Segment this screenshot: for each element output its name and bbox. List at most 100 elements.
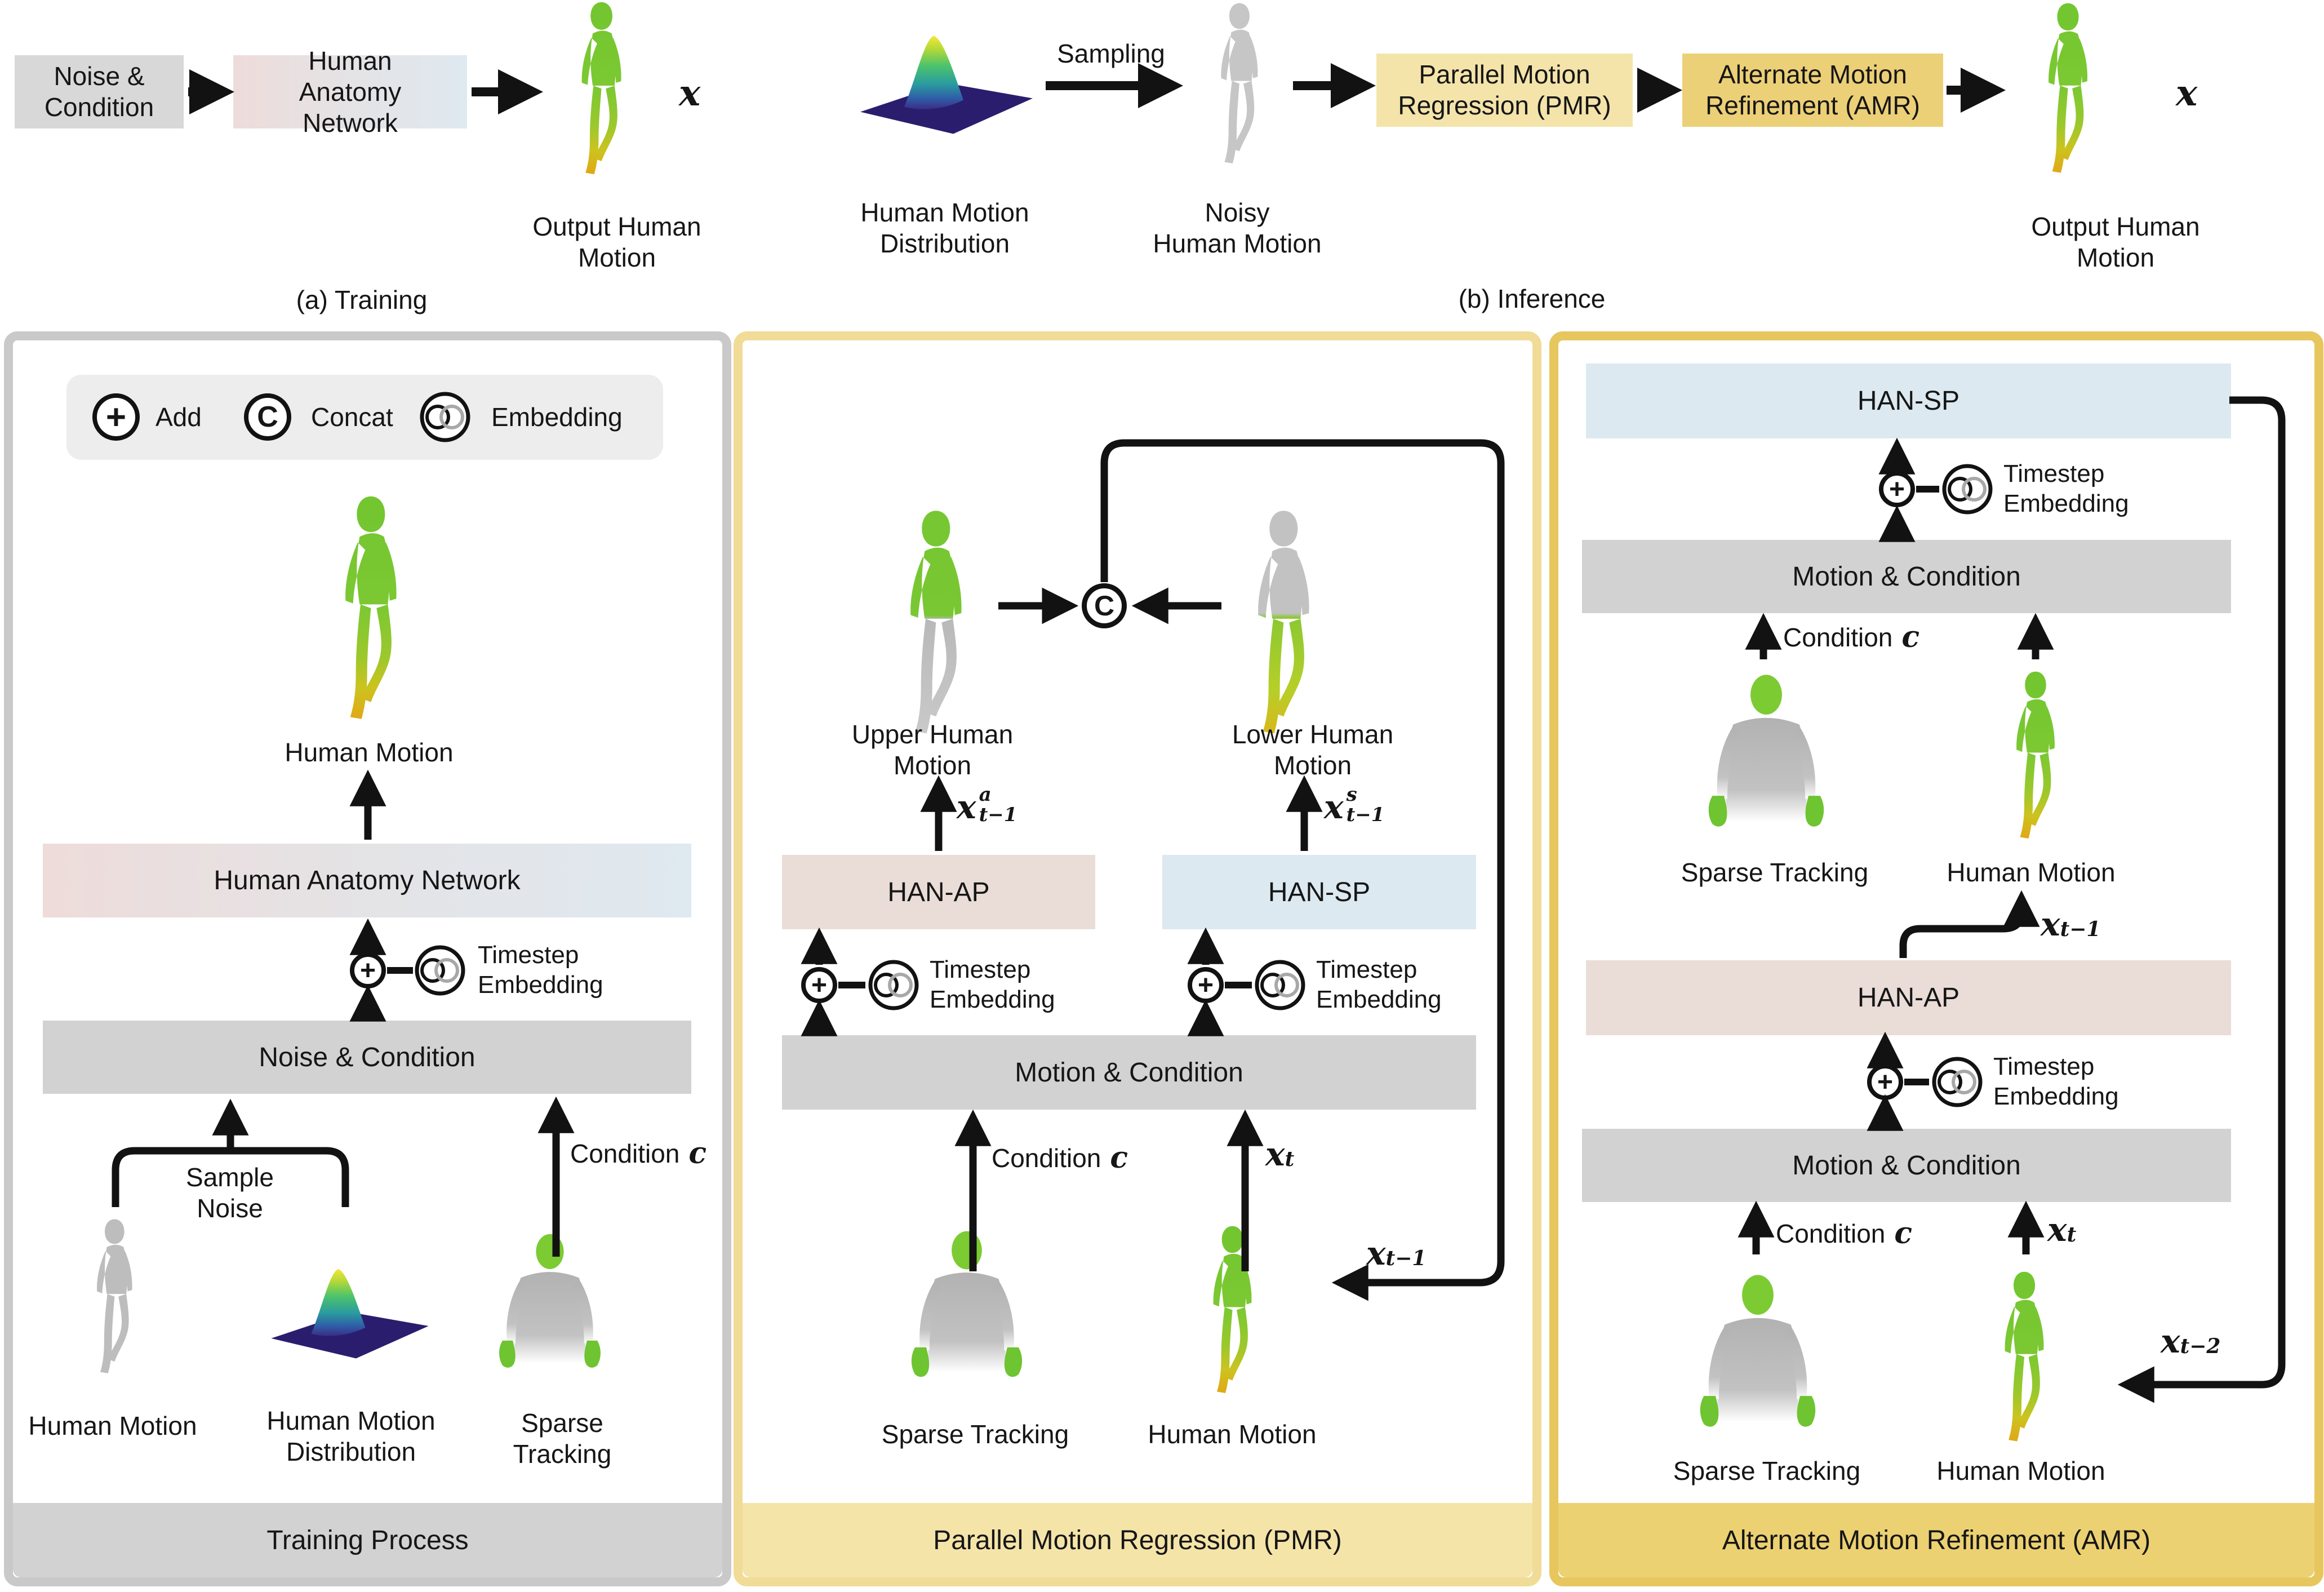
lower-line2: Motion [1273,751,1352,780]
motion-condition-bar-amr-top: Motion & Condition [1582,540,2231,613]
caption-training: (a) Training [296,285,428,314]
panel-amr-footer: Alternate Motion Refinement (AMR) [1558,1503,2314,1577]
han-sp-box-pmr-label: HAN-SP [1268,877,1371,907]
math-c-pmr: c [1110,1141,1128,1175]
human-anatomy-network-bar: Human Anatomy Network [43,844,691,917]
amr-human-motion-label-top: Human Motion [1947,858,2116,887]
han-ap-bar-amr: HAN-AP [1586,960,2231,1035]
add-icon: + [92,393,140,441]
math-xt-pmr-base: x [1265,1135,1285,1173]
timestep-embedding-label-training: Timestep Embedding [478,940,603,1000]
legend-add-label: Add [155,402,202,432]
output-a-line2: Motion [577,243,656,272]
amr-box-line1: Alternate Motion [1718,60,1907,89]
math-x-t-pmr: x t [1265,1135,1294,1173]
motion-condition-bar-pmr: Motion & Condition [782,1035,1476,1110]
add-node-pmr-right: + [1188,967,1224,1003]
timestep-pmr-right-line1: Timestep [1316,956,1417,983]
amr-sparse-label-bottom: Sparse Tracking [1673,1456,1861,1485]
math-xtm1-amr-sub: t−1 [2060,917,2101,941]
han-sp-bar-amr-label: HAN-SP [1857,386,1960,416]
embedding-icon-legend [418,390,472,444]
add-node-training-glyph: + [359,955,376,986]
sample-noise-label: Sample Noise [145,1162,314,1224]
timestep-amr-bottom-line1: Timestep [1993,1053,2095,1080]
condition-c-label-pmr: Condition c [992,1141,1128,1175]
amr-box-line2: Refinement (AMR) [1705,91,1920,120]
condition-c-label-amr-top: Condition c [1783,620,1919,654]
sparse-tracking-figure-pmr [911,1231,1023,1377]
add-node-amr-bottom: + [1867,1064,1903,1100]
human-anatomy-network-box-top: Human Anatomy Network [233,46,467,138]
concat-node-pmr-glyph: C [1094,590,1115,622]
math-xt-amr-sub: t [2067,1223,2077,1247]
add-node-amr-bottom-glyph: + [1877,1067,1894,1097]
timestep-training-line2: Embedding [478,971,603,999]
math-xtm2-amr-sub: t−2 [2180,1334,2221,1358]
timestep-pmr-left-line1: Timestep [930,956,1031,983]
human-anatomy-network-box-top-label: Human Anatomy Network [299,46,402,138]
add-icon-glyph: + [105,397,127,437]
timestep-amr-top-line2: Embedding [2003,490,2129,517]
output-human-figure-b [2049,3,2087,173]
output-a-line1: Output Human [532,212,701,241]
concat-icon: C [244,393,291,441]
sparse-tracking-figure-amr-bottom [1700,1275,1816,1427]
pmr-box-top: Parallel Motion Regression (PMR) [1376,54,1633,127]
condition-word-amr-top: Condition [1783,622,1893,652]
math-xs-base: x [1324,788,1344,826]
concat-node-pmr: C [1082,583,1127,628]
noise-condition-bar: Noise & Condition [43,1021,691,1094]
add-node-training: + [350,952,386,988]
pmr-box-line2: Regression (PMR) [1398,91,1611,120]
sample-noise-line2: Noise [197,1194,263,1223]
noise-condition-box-top: Noise & Condition [15,55,184,128]
han-sp-bar-amr: HAN-SP [1586,363,2231,438]
timestep-embedding-label-amr-bottom: Timestep Embedding [1993,1052,2119,1111]
human-anatomy-network-bar-label: Human Anatomy Network [214,866,521,895]
han-ap-box-pmr-label: HAN-AP [887,877,990,907]
lower-human-motion-label: Lower Human Motion [1200,719,1425,781]
add-node-pmr-right-glyph: + [1197,970,1214,1000]
panel-pmr-footer-label: Parallel Motion Regression (PMR) [933,1525,1342,1555]
amr-box-top: Alternate Motion Refinement (AMR) [1682,54,1943,127]
noisy-human-figure [1221,3,1258,163]
output-human-motion-label-a: Output Human Motion [524,211,710,273]
condition-c-label-training: Condition c [570,1136,706,1170]
noisy-human-motion-label: Noisy Human Motion [1136,197,1339,259]
math-x-s-t-1: x s t−1 [1324,784,1384,828]
concat-icon-glyph: C [257,401,278,433]
condition-c-label-amr-bottom: Condition c [1776,1216,1912,1250]
panel-training-footer-label: Training Process [266,1525,469,1555]
human-motion-figure-amr-top [2016,671,2055,839]
amr-human-motion-label-bottom: Human Motion [1936,1456,2105,1485]
human-figure-training-output [345,496,397,719]
training-sparse-line2: Tracking [513,1439,612,1469]
embedding-icon-amr-top [1940,462,1994,516]
math-xa-sup: a [979,783,992,806]
embedding-icon-amr-bottom [1930,1055,1984,1109]
math-x-t-amr: x t [2047,1210,2076,1249]
motion-condition-amr-bottom-label: Motion & Condition [1792,1150,2021,1181]
legend-box [66,375,663,460]
math-xa-base: x [957,788,976,826]
han-ap-bar-amr-label: HAN-AP [1857,983,1960,1013]
gaussian-distribution-training [271,1269,429,1359]
math-xtm1-pmr-base: x [1366,1234,1386,1272]
math-c-amr-top: c [1901,620,1920,654]
training-dist-line2: Distribution [286,1437,416,1466]
timestep-amr-bottom-line2: Embedding [1993,1083,2119,1110]
han-ap-box-pmr: HAN-AP [782,855,1095,929]
training-sparse-line1: Sparse [521,1408,603,1438]
training-human-motion-gray-label: Human Motion [28,1411,197,1440]
noisy-line1: Noisy [1205,198,1270,227]
math-c-training: c [688,1136,707,1170]
timestep-embedding-label-pmr-left: Timestep Embedding [930,955,1055,1014]
math-x-t-1-amr: x t−1 [2041,905,2100,943]
noise-condition-bar-label: Noise & Condition [259,1042,476,1072]
human-motion-figure-pmr [1213,1226,1252,1393]
han-sp-box-pmr: HAN-SP [1162,855,1476,929]
math-xt-pmr-sub: t [1285,1147,1295,1171]
pmr-human-motion-label: Human Motion [1148,1420,1317,1449]
